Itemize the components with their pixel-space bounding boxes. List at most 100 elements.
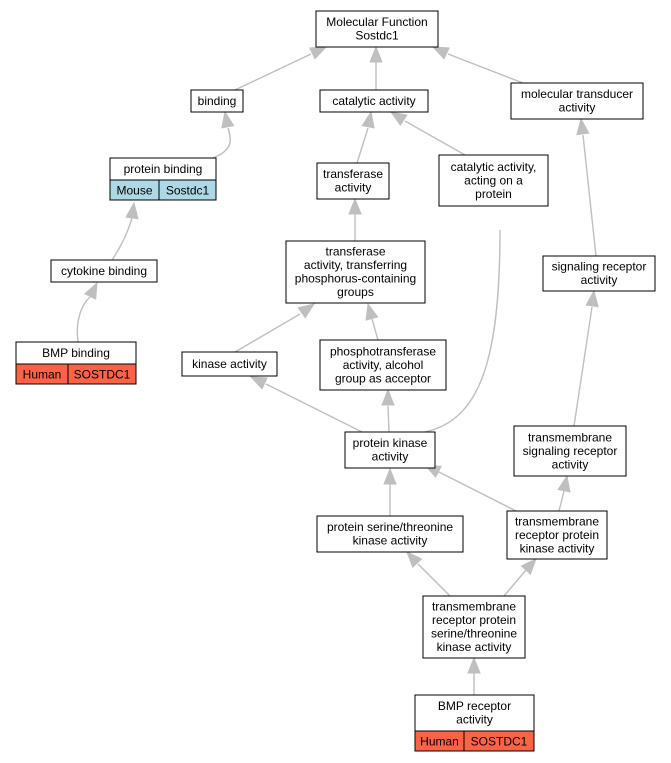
node-label-line: kinase activity: [520, 541, 595, 555]
edge-binding-to-mf_root: [234, 46, 328, 91]
edge-transferase_phospho-to-transferase: [348, 197, 362, 241]
edge-arrowhead: [520, 558, 537, 576]
edge-arrowhead: [381, 388, 395, 406]
node-label-line: transferase: [323, 167, 383, 181]
edge-line: [265, 383, 363, 433]
edge-bmp_binding-to-cytokine_binding: [76, 281, 98, 343]
edge-arrowhead: [309, 46, 328, 60]
edge-cytokine_binding-to-protein_binding: [111, 201, 139, 261]
edge-arrowhead: [383, 467, 397, 485]
species-label: Mouse: [116, 184, 152, 198]
edge-catalytic_protein-to-catalytic_activity: [389, 111, 466, 156]
node-box: [285, 240, 426, 304]
edge-arrowhead: [365, 302, 379, 321]
node-label-line: protein binding: [124, 162, 203, 176]
gene-tag-cell: [463, 730, 535, 752]
edge-protein_kinase-to-phosphotransferase_alcohol: [381, 388, 395, 433]
edge-line: [417, 563, 451, 597]
edge-line: [503, 569, 527, 597]
node-box: [315, 10, 439, 48]
node-box: [414, 694, 535, 732]
species-label: Human: [23, 368, 62, 382]
node-kinase[interactable]: kinase activity: [181, 351, 278, 377]
edge-catalytic_activity-to-mf_root: [369, 45, 383, 90]
edge-arrowhead: [221, 110, 235, 129]
edge-kinase-to-transferase_phospho: [234, 303, 316, 353]
edge-line: [573, 306, 593, 427]
edge-tm_signaling_receptor-to-signaling_receptor: [573, 289, 599, 427]
node-label-line: Sostdc1: [355, 29, 399, 43]
edge-line: [111, 217, 133, 261]
edge-arrowhead: [369, 45, 383, 63]
node-box: [316, 515, 464, 553]
node-box: [506, 510, 608, 560]
node-label-line: molecular transducer: [521, 87, 633, 101]
node-label-line: transferase: [325, 245, 385, 259]
edge-molecular_transducer-to-mf_root: [431, 46, 524, 84]
node-label-line: activity: [335, 181, 372, 195]
node-label-line: phosphotransferase: [330, 344, 436, 358]
gene-tag-cell: [67, 363, 137, 385]
node-label-line: serine/threonine: [431, 627, 517, 641]
edge-transferase-to-catalytic_activity: [356, 110, 375, 164]
edge-bmp_receptor-to-tm_receptor_ser_thr: [467, 656, 481, 695]
edge-arrowhead: [557, 474, 571, 493]
edge-line: [234, 53, 312, 91]
edges-layer: [76, 45, 599, 695]
edge-arrowhead: [348, 197, 362, 215]
node-label-line: activity, transferring: [304, 258, 407, 272]
node-label-line: binding: [198, 94, 237, 108]
edge-arrowhead: [576, 117, 590, 136]
node-label-line: acting on a: [464, 173, 523, 187]
node-label-line: activity: [559, 101, 596, 115]
edge-arrowhead: [125, 201, 139, 220]
node-box: [190, 89, 244, 113]
node-box: [319, 89, 429, 113]
node-label-line: transmembrane: [528, 430, 612, 444]
edge-protein_kinase-to-catalytic_protein: [424, 187, 506, 433]
node-label-line: Molecular Function: [326, 15, 427, 29]
node-label-line: group as acceptor: [335, 371, 431, 385]
gene-label: SOSTDC1: [74, 368, 131, 382]
node-label-line: receptor protein: [432, 613, 516, 627]
node-box: [344, 431, 436, 469]
node-label-line: phosphorus-containing: [295, 272, 416, 286]
node-cytokine-binding[interactable]: cytokine binding: [50, 259, 158, 283]
node-label-line: cytokine binding: [61, 264, 147, 278]
node-catalytic-activity[interactable]: catalytic activity: [319, 89, 429, 113]
node-label-line: kinase activity: [192, 357, 267, 371]
edge-tm_receptor_kinase-to-protein_kinase: [423, 464, 521, 514]
node-label-line: kinase activity: [437, 640, 512, 654]
node-box: [50, 259, 158, 283]
node-label-line: BMP binding: [42, 346, 110, 360]
edge-tm_receptor_ser_thr-to-tm_receptor_kinase: [503, 558, 537, 597]
edge-line: [404, 120, 466, 156]
node-label-line: receptor protein: [515, 528, 599, 542]
gene-label: Sostdc1: [166, 184, 210, 198]
node-label-line: activity: [581, 273, 618, 287]
edge-line: [558, 490, 565, 512]
edge-tm_receptor_kinase-to-tm_signaling_receptor: [557, 474, 571, 512]
node-label-line: kinase activity: [353, 534, 428, 548]
edge-protein_kinase-to-kinase: [249, 376, 363, 433]
node-label-line: catalytic activity: [332, 94, 415, 108]
edge-arrowhead: [297, 303, 316, 319]
node-binding[interactable]: binding: [190, 89, 244, 113]
